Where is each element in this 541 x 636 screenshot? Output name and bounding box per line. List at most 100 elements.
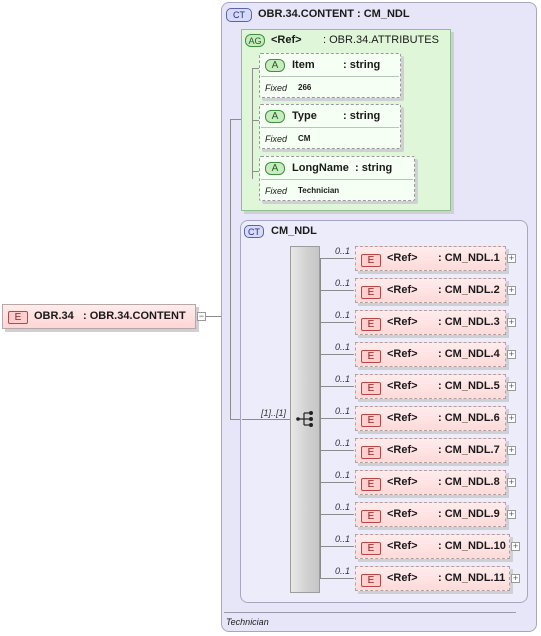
plus-expander-icon[interactable]: + bbox=[507, 349, 516, 359]
child-element-ref[interactable]: E<Ref>: CM_NDL.2 bbox=[355, 278, 506, 303]
element-badge-icon: E bbox=[361, 414, 381, 427]
child-occurrence: 0..1 bbox=[335, 534, 351, 544]
connector bbox=[320, 578, 354, 579]
child-occurrence: 0..1 bbox=[335, 406, 351, 416]
plus-expander-icon[interactable]: + bbox=[507, 317, 516, 327]
element-badge-icon: E bbox=[361, 542, 381, 555]
element-badge-icon: E bbox=[361, 382, 381, 395]
child-element-ref[interactable]: E <Ref> : CM_NDL.6 bbox=[355, 406, 506, 431]
root-element-type: : OBR.34.CONTENT bbox=[83, 310, 186, 322]
child-element-ref[interactable]: E <Ref> : CM_NDL.4 bbox=[355, 342, 506, 367]
sequence-compositor-icon bbox=[296, 411, 313, 427]
complex-type-title: OBR.34.CONTENT : CM_NDL bbox=[258, 8, 410, 20]
root-element-name: OBR.34 bbox=[34, 310, 74, 322]
complex-type-badge-icon: CT bbox=[226, 8, 252, 22]
sequence-occurrence: [1]..[1] bbox=[261, 408, 287, 418]
plus-expander-icon[interactable]: + bbox=[511, 573, 520, 583]
element-badge-icon: E bbox=[361, 350, 381, 363]
child-occurrence: 0..1 bbox=[335, 278, 351, 288]
connector bbox=[242, 419, 290, 420]
element-badge-icon: E bbox=[361, 318, 381, 331]
child-ref-label: <Ref> bbox=[387, 572, 418, 584]
plus-expander-icon[interactable]: + bbox=[507, 509, 516, 519]
connector bbox=[320, 290, 354, 291]
complex-type-footer: Technician bbox=[226, 617, 269, 627]
attribute-badge-icon: A bbox=[265, 59, 285, 72]
connector bbox=[206, 316, 222, 317]
plus-expander-icon[interactable]: + bbox=[507, 413, 516, 423]
child-element-ref[interactable]: E <Ref> : CM_NDL.3 bbox=[355, 310, 506, 335]
attribute-box-type[interactable]: A Type : string Fixed CM bbox=[259, 104, 401, 149]
child-element-name: : CM_NDL.2 bbox=[438, 284, 500, 296]
connector bbox=[320, 418, 354, 419]
connector bbox=[320, 450, 354, 451]
child-ref-label: <Ref> bbox=[387, 252, 418, 264]
child-ref-label: <Ref> bbox=[387, 284, 418, 296]
element-badge-icon: E bbox=[361, 510, 381, 523]
fixed-value: Technician bbox=[298, 186, 340, 195]
child-ref-label: <Ref> bbox=[387, 348, 418, 360]
child-ref-label: <Ref> bbox=[387, 412, 418, 424]
attribute-name: Item bbox=[292, 59, 315, 71]
connector bbox=[320, 482, 354, 483]
child-ref-label: <Ref> bbox=[387, 316, 418, 328]
connector bbox=[252, 68, 259, 69]
fixed-value: 266 bbox=[298, 83, 312, 92]
element-badge-icon: E bbox=[361, 574, 381, 587]
plus-expander-icon[interactable]: + bbox=[507, 253, 516, 263]
connector bbox=[252, 171, 259, 172]
child-occurrence: 0..1 bbox=[335, 246, 351, 256]
child-element-name: : CM_NDL.3 bbox=[438, 316, 500, 328]
child-element-ref[interactable]: E<Ref>: CM_NDL.9 bbox=[355, 502, 506, 527]
fixed-value: CM bbox=[298, 134, 311, 143]
child-ref-label: <Ref> bbox=[387, 540, 418, 552]
connector bbox=[320, 354, 354, 355]
child-occurrence: 0..1 bbox=[335, 342, 351, 352]
connector bbox=[230, 119, 231, 419]
child-element-ref[interactable]: E<Ref>: CM_NDL.7 bbox=[355, 438, 506, 463]
connector bbox=[230, 419, 242, 420]
child-element-name: : CM_NDL.6 bbox=[438, 412, 500, 424]
child-element-name: : CM_NDL.7 bbox=[438, 444, 500, 456]
child-ref-label: <Ref> bbox=[387, 444, 418, 456]
plus-expander-icon[interactable]: + bbox=[511, 541, 520, 551]
attribute-badge-icon: A bbox=[265, 162, 285, 175]
child-element-ref[interactable]: E<Ref>: CM_NDL.1 bbox=[355, 246, 506, 271]
plus-expander-icon[interactable]: + bbox=[507, 285, 516, 295]
child-element-ref[interactable]: E <Ref> : CM_NDL.11 bbox=[355, 566, 510, 591]
child-element-ref[interactable]: E<Ref>: CM_NDL.10 bbox=[355, 534, 510, 559]
child-element-name: : CM_NDL.4 bbox=[438, 348, 500, 360]
attribute-type: : string bbox=[343, 110, 381, 122]
child-occurrence: 0..1 bbox=[335, 566, 351, 576]
child-element-name: : CM_NDL.8 bbox=[438, 476, 500, 488]
attribute-box-item[interactable]: A Item : string Fixed 266 bbox=[259, 53, 401, 98]
connector bbox=[320, 514, 354, 515]
connector bbox=[252, 68, 253, 179]
root-expander-icon[interactable]: − bbox=[197, 311, 206, 321]
fixed-label: Fixed bbox=[265, 83, 288, 93]
attribute-badge-icon: A bbox=[265, 110, 285, 123]
fixed-label: Fixed bbox=[265, 134, 288, 144]
child-element-name: : CM_NDL.11 bbox=[438, 572, 506, 584]
attribute-name: Type bbox=[292, 110, 317, 122]
divider bbox=[261, 76, 399, 77]
fixed-label: Fixed bbox=[265, 186, 288, 196]
element-badge-icon: E bbox=[8, 311, 28, 324]
plus-expander-icon[interactable]: + bbox=[507, 477, 516, 487]
plus-expander-icon[interactable]: + bbox=[507, 445, 516, 455]
child-ref-label: <Ref> bbox=[387, 380, 418, 392]
child-occurrence: 0..1 bbox=[335, 310, 351, 320]
attribute-box-longname[interactable]: A LongName : string Fixed Technician bbox=[259, 156, 415, 201]
child-element-ref[interactable]: E<Ref>: CM_NDL.8 bbox=[355, 470, 506, 495]
attribute-type: : string bbox=[343, 59, 381, 71]
root-element-box[interactable]: E OBR.34 : OBR.34.CONTENT bbox=[2, 304, 196, 329]
child-element-ref[interactable]: E <Ref> : CM_NDL.5 bbox=[355, 374, 506, 399]
child-occurrence: 0..1 bbox=[335, 438, 351, 448]
child-occurrence: 0..1 bbox=[335, 374, 351, 384]
element-badge-icon: E bbox=[361, 478, 381, 491]
child-element-name: : CM_NDL.1 bbox=[438, 252, 500, 264]
child-element-name: : CM_NDL.5 bbox=[438, 380, 500, 392]
child-occurrence: 0..1 bbox=[335, 502, 351, 512]
connector bbox=[320, 322, 354, 323]
plus-expander-icon[interactable]: + bbox=[507, 381, 516, 391]
